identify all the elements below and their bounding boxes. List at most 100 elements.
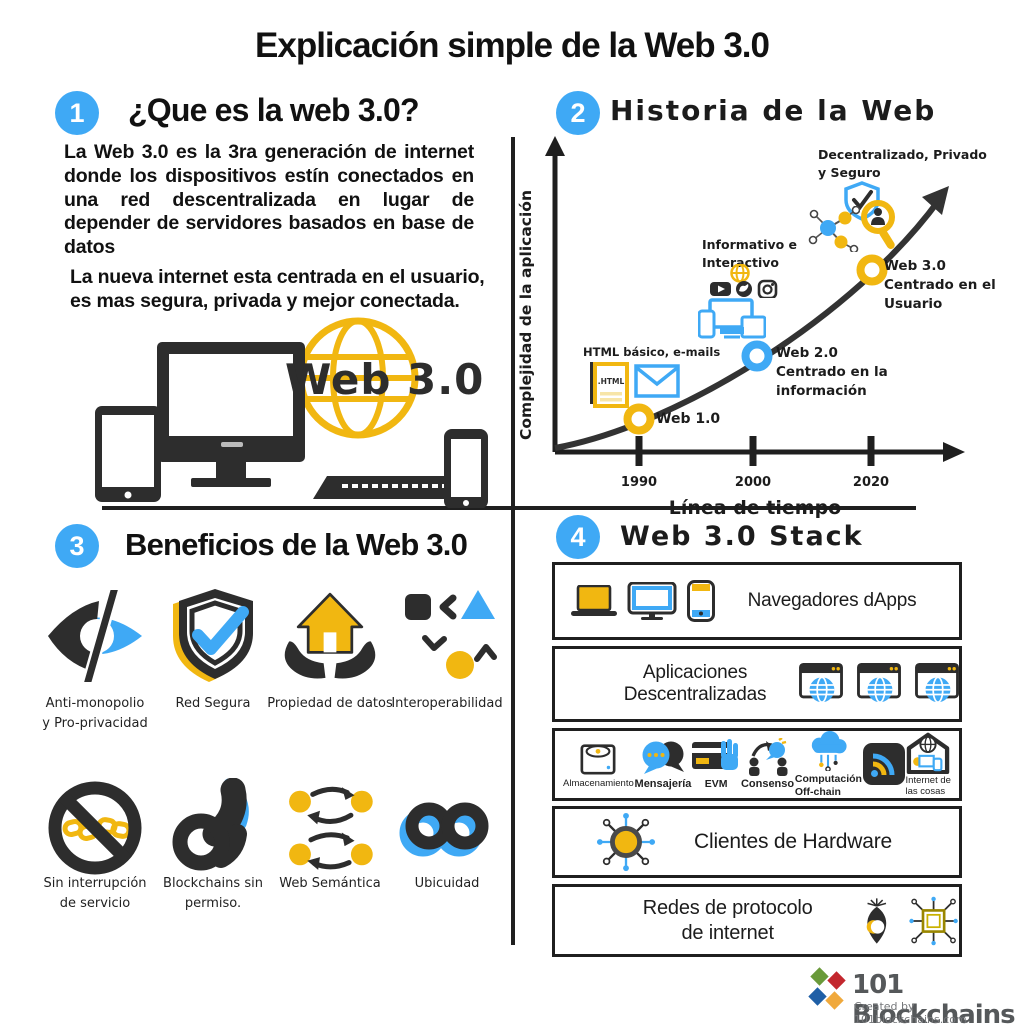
tick-2020: 2020 <box>853 475 889 490</box>
vertical-divider <box>511 137 515 945</box>
stack-layer-hardware: Clientes de Hardware <box>552 806 962 878</box>
web3-globe-icon <box>297 317 419 439</box>
dapp-browser-icon <box>915 663 959 703</box>
phone-small-icon <box>687 580 715 622</box>
dapp-browser-icon <box>857 663 901 703</box>
web1-marker <box>623 403 655 435</box>
web1-marker-label: Web 1.0 <box>656 411 721 427</box>
secure-shield-icon <box>163 586 263 686</box>
offchain-cloud-icon <box>812 731 848 772</box>
ok-hand-icon <box>163 778 263 878</box>
onion-protocol-icon <box>867 897 887 944</box>
benefit-label: Sin interrupción de servicio <box>43 876 147 911</box>
consensus-icon <box>748 738 788 777</box>
page-title: Explicación simple de la Web 3.0 <box>255 26 770 65</box>
infinity-icon <box>397 778 497 878</box>
stack-layer-label: Clientes de Hardware <box>694 830 892 853</box>
benefit-label: Propiedad de datos <box>267 696 393 711</box>
stack-layer-browsers: Navegadores dApps <box>552 562 962 640</box>
decentralized-network-icon <box>808 206 860 252</box>
y-axis-label: Complejidad de la aplicación <box>517 190 535 440</box>
instagram-icon <box>757 279 778 298</box>
brand-logo <box>808 967 846 1010</box>
brand-credit: Created by 101blockchains.com <box>854 1000 967 1024</box>
html-doc-icon: .HTML <box>590 362 629 408</box>
benefit-label: Anti-monopolio y Pro-privacidad <box>42 696 148 731</box>
web2-marker <box>741 340 773 372</box>
user-magnifier-icon <box>861 200 895 249</box>
benefit-label: Interoperabilidad <box>391 696 503 711</box>
q1-paragraph-1: La Web 3.0 es la 3ra generación de inter… <box>64 141 474 259</box>
section-2-heading: Historia de la Web <box>610 94 937 127</box>
globe-small-icon <box>730 264 750 283</box>
tick-1990: 1990 <box>621 475 657 490</box>
twitter-icon <box>736 281 752 297</box>
rss-icon <box>862 742 905 785</box>
devices-globe-illustration: Web 3.0 <box>95 317 488 508</box>
y-axis-arrow <box>545 136 565 156</box>
storage-icon <box>580 744 616 775</box>
html-doc-label: .HTML <box>598 377 625 386</box>
stack-layer-label: Redes de protocolo de internet <box>642 896 813 944</box>
dapp-browser-icon <box>799 663 843 703</box>
web2-marker-label: Web 2.0 Centrado en la información <box>776 345 888 399</box>
middleware-item: EVM <box>692 738 740 790</box>
hands-house-icon <box>280 586 380 686</box>
x-axis-arrow <box>943 442 965 462</box>
web3-annotation-label: Decentralizado, Privado y Seguro <box>818 147 987 180</box>
middleware-label: Internet de las cosas <box>905 774 951 797</box>
web2-annotation-label: Informativo e Interactivo <box>702 237 798 270</box>
video-play-icon <box>710 282 731 296</box>
section-2-badge: 2 <box>556 91 600 135</box>
stack-layer-label: Aplicaciones Descentralizadas <box>623 662 767 705</box>
stack-layer-label: Navegadores dApps <box>747 590 917 611</box>
globe-label: Web 3.0 <box>285 355 484 404</box>
middleware-label: Computación Off-chain <box>794 773 862 798</box>
web1-annotation-label: HTML básico, e-mails <box>583 345 721 359</box>
tablet-icon <box>95 406 161 502</box>
middleware-label: Mensajería <box>634 778 692 791</box>
benefit-label: Web Semántica <box>279 876 381 891</box>
section-3-heading: Beneficios de la Web 3.0 <box>125 527 468 562</box>
hardware-node-icon <box>596 812 656 872</box>
middleware-label: EVM <box>704 778 728 791</box>
no-chain-icon <box>45 778 145 878</box>
section-4-badge: 4 <box>556 515 600 559</box>
laptop-icon <box>571 585 617 616</box>
middleware-item: Internet de las cosas <box>906 732 951 798</box>
section-1-heading: ¿Que es la web 3.0? <box>128 92 420 128</box>
evm-card-icon <box>692 739 739 771</box>
stack-layer-dapps: Aplicaciones Descentralizadas <box>552 646 962 722</box>
interoperability-shapes-icon <box>397 586 497 686</box>
web3-marker-label: Web 3.0 Centrado en el Usuario <box>884 258 996 312</box>
connected-devices-icon <box>698 298 766 339</box>
social-media-icons <box>710 264 778 298</box>
middleware-item: Mensajería <box>634 738 692 791</box>
email-icon <box>634 364 680 398</box>
section-1-badge: 1 <box>55 91 99 135</box>
benefit-label: Red Segura <box>175 696 251 711</box>
curve-arrow <box>922 186 949 215</box>
stack-layer-middleware: Almacenamiento Mensajería <box>552 728 962 801</box>
middleware-item: Consenso <box>741 738 794 791</box>
q1-paragraph-2: La nueva internet esta centrada en el us… <box>70 266 485 312</box>
middleware-item <box>862 742 905 787</box>
horizontal-divider <box>102 506 916 510</box>
middleware-label: Consenso <box>740 778 795 791</box>
section-3-badge: 3 <box>55 524 99 568</box>
monitor-icon <box>157 342 305 487</box>
middleware-item: Computación Off-chain <box>794 731 862 798</box>
middleware-label: Almacenamiento <box>563 778 634 790</box>
tick-2000: 2000 <box>735 475 771 490</box>
stack-layer-protocols: Redes de protocolo de internet <box>552 884 962 957</box>
history-chart: 1990 2000 2020 Línea de tiempo Complejid… <box>517 136 965 519</box>
web3-marker <box>856 254 888 286</box>
sync-arrows-icon <box>280 778 380 878</box>
eye-slash-icon <box>45 586 145 686</box>
messaging-icon <box>642 741 684 775</box>
benefit-label: Ubicuidad <box>414 876 480 891</box>
brand-name: 101 Blockchains <box>852 970 1016 1024</box>
section-4-heading: Web 3.0 Stack <box>620 521 864 552</box>
keyboard-icon <box>313 476 487 499</box>
monitor-small-icon <box>627 582 677 620</box>
